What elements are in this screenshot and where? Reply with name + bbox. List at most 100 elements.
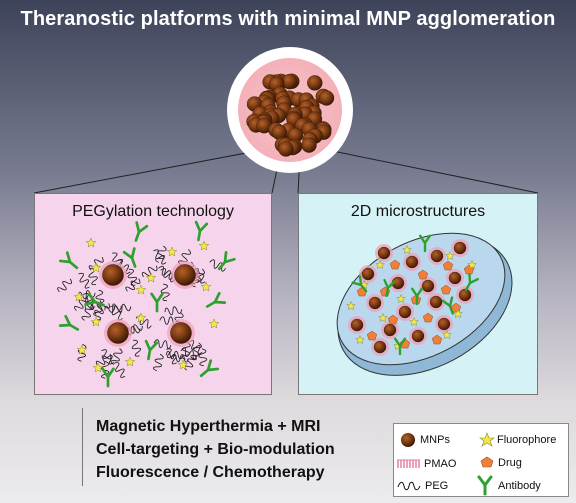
peg-chain — [83, 293, 96, 309]
legend-fluorophore-icon — [479, 432, 495, 447]
peg-chain — [125, 278, 141, 292]
peg-chain — [178, 249, 192, 266]
fluorophore-icon — [355, 334, 365, 345]
fluorophore-icon — [124, 356, 136, 367]
diagram-title: Theranostic platforms with minimal MNP a… — [20, 8, 556, 30]
disk-payload — [346, 234, 479, 356]
antibody-icon — [410, 287, 424, 306]
nanoparticle — [453, 241, 467, 255]
microstructure-disk — [336, 232, 513, 376]
legend-drug-icon — [480, 456, 494, 468]
fluorophore-icon — [346, 300, 356, 311]
antibody-icon — [58, 251, 79, 270]
application-line-2: Cell-targeting + Bio-modulation — [96, 441, 335, 458]
nanoparticle — [383, 323, 397, 337]
applications-list: Magnetic Hyperthermia + MRI Cell-targeti… — [96, 415, 386, 484]
fluorophore-icon — [442, 329, 452, 340]
cluster-nanoparticle — [278, 141, 294, 157]
legend-fluorophore-label: Fluorophore — [497, 434, 557, 446]
legend-mnps-label: MNPs — [420, 434, 450, 446]
drug-icon — [422, 312, 434, 323]
fluorophore-icon — [453, 308, 463, 319]
peg-chain — [160, 268, 176, 283]
drug-icon — [389, 259, 401, 270]
connector-line-right-outer — [317, 147, 539, 194]
antibody-icon — [464, 273, 479, 292]
peg-chain — [165, 350, 184, 360]
peg-chain — [57, 278, 72, 293]
peg-chain — [95, 353, 112, 366]
fluorophore-icon — [76, 344, 88, 355]
fluorophore-icon — [135, 312, 147, 323]
pegylation-panel-label: PEGylation technology — [72, 203, 234, 220]
peg-chain — [109, 305, 123, 321]
applications-divider — [82, 408, 83, 486]
legend-antibody-label: Antibody — [498, 480, 541, 492]
antibody-icon — [205, 291, 227, 308]
antibody-icon — [101, 367, 115, 388]
antibody-icon — [351, 275, 368, 293]
antibody-icon — [199, 359, 220, 378]
antibody-icon — [383, 278, 396, 298]
legend-box: MNPs Fluorophore PMAO Drug PEG Antibody — [393, 423, 569, 497]
cluster-nanoparticle — [307, 75, 323, 91]
peg-chain — [198, 348, 208, 367]
peg-chain — [74, 296, 89, 311]
peg-chain — [160, 283, 170, 302]
connector-line-left-outer — [33, 149, 263, 194]
fluorophore-icon — [85, 237, 97, 248]
antibody-icon — [418, 234, 432, 253]
peg-chain — [166, 348, 177, 365]
peg-chain — [164, 306, 183, 316]
antibody-icon — [144, 339, 159, 361]
fluorophore-icon — [445, 250, 455, 261]
nanoparticle — [107, 322, 129, 344]
drug-icon — [366, 330, 378, 341]
peg-chain — [158, 265, 174, 280]
antibody-icon — [217, 250, 236, 271]
fluorophore-icon — [200, 281, 212, 292]
fluorophore-icon — [73, 291, 85, 302]
nanoparticle — [437, 317, 451, 331]
peg-chain — [113, 362, 126, 378]
antibody-icon — [122, 247, 137, 268]
antibody-icon — [58, 314, 80, 331]
fluorophore-icon — [208, 318, 220, 329]
nanoparticle — [350, 318, 364, 332]
legend-peg-label: PEG — [425, 480, 449, 492]
peg-chain — [153, 249, 167, 265]
legend-antibody-icon — [477, 475, 493, 496]
pegylated-nanoparticles — [57, 220, 236, 388]
drug-icon — [440, 284, 452, 295]
peg-chain — [152, 353, 164, 372]
fluorophore-icon — [166, 246, 178, 257]
antibody-icon — [84, 292, 105, 307]
antibody-icon — [134, 221, 149, 242]
legend-peg-icon — [397, 481, 421, 491]
legend-mnp-icon — [401, 433, 415, 447]
drug-icon — [442, 260, 454, 271]
nanoparticle — [430, 249, 444, 263]
nanoparticle — [102, 264, 124, 286]
peg-chain — [78, 272, 90, 289]
peg-chain — [141, 265, 158, 278]
peg-chain — [170, 353, 189, 363]
fluorophore-icon — [375, 259, 385, 270]
peg-chain — [193, 268, 206, 284]
nanoparticle — [373, 340, 387, 354]
fluorophore-icon — [90, 316, 102, 327]
drug-icon — [450, 302, 462, 313]
nanoparticle — [405, 255, 419, 269]
fluorophore-icon — [92, 362, 104, 373]
fluorophore-icon — [467, 259, 477, 270]
antibody-icon — [194, 220, 209, 242]
fluorophore-icon — [135, 284, 147, 295]
application-line-3: Fluorescence / Chemotherapy — [96, 464, 325, 481]
fluorophore-icon — [198, 240, 210, 251]
nanoparticle — [398, 305, 412, 319]
nanoparticle — [174, 264, 196, 286]
cluster-nanoparticle — [318, 90, 335, 106]
